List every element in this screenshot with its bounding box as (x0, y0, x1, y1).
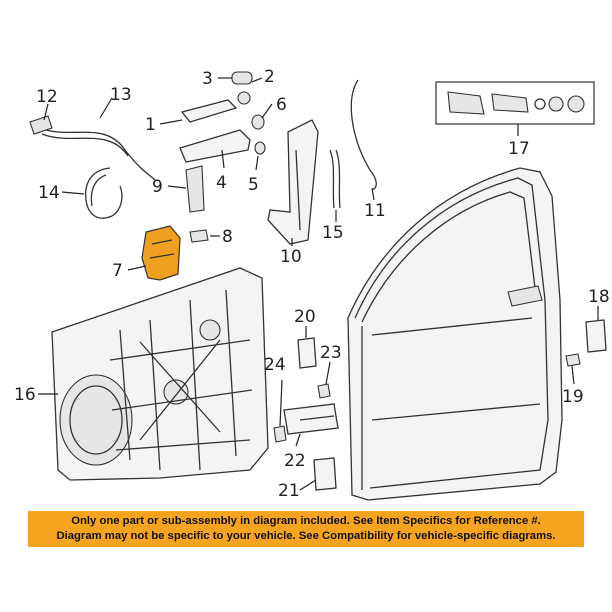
callout-11: 11 (364, 201, 386, 221)
door-hinge-parts (565, 319, 607, 367)
callout-16: 16 (14, 385, 36, 405)
disclaimer-banner: Only one part or sub-assembly in diagram… (28, 511, 584, 547)
door-shell (347, 167, 563, 501)
callout-24: 24 (264, 355, 286, 375)
disclaimer-line-2: Diagram may not be specific to your vehi… (56, 530, 556, 542)
disclaimer-line-1: Only one part or sub-assembly in diagram… (71, 515, 541, 527)
callout-9: 9 (152, 177, 163, 197)
callout-14: 14 (38, 183, 60, 203)
callout-19: 19 (562, 387, 584, 407)
callout-21: 21 (278, 481, 300, 501)
callout-22: 22 (284, 451, 306, 471)
callout-13: 13 (110, 85, 132, 105)
callout-1: 1 (145, 115, 156, 135)
callout-17: 17 (508, 139, 530, 159)
door-latch-highlighted (141, 225, 209, 281)
callout-23: 23 (320, 343, 342, 363)
callout-6: 6 (276, 95, 287, 115)
callout-18: 18 (588, 287, 610, 307)
window-regulator-panel (51, 267, 269, 481)
callout-4: 4 (216, 173, 227, 193)
callout-10: 10 (280, 247, 302, 267)
door-check-parts (273, 337, 339, 491)
cables (29, 115, 156, 219)
callout-7: 7 (112, 261, 123, 281)
callout-2: 2 (264, 67, 275, 87)
lock-cylinder-kit (435, 81, 595, 125)
callout-5: 5 (248, 175, 259, 195)
leader-lines (38, 77, 599, 491)
callout-20: 20 (294, 307, 316, 327)
callout-3: 3 (202, 69, 213, 89)
window-channels (267, 79, 377, 245)
callout-8: 8 (222, 227, 233, 247)
callout-15: 15 (322, 223, 344, 243)
callout-12: 12 (36, 87, 58, 107)
door-handle-parts (179, 71, 266, 213)
